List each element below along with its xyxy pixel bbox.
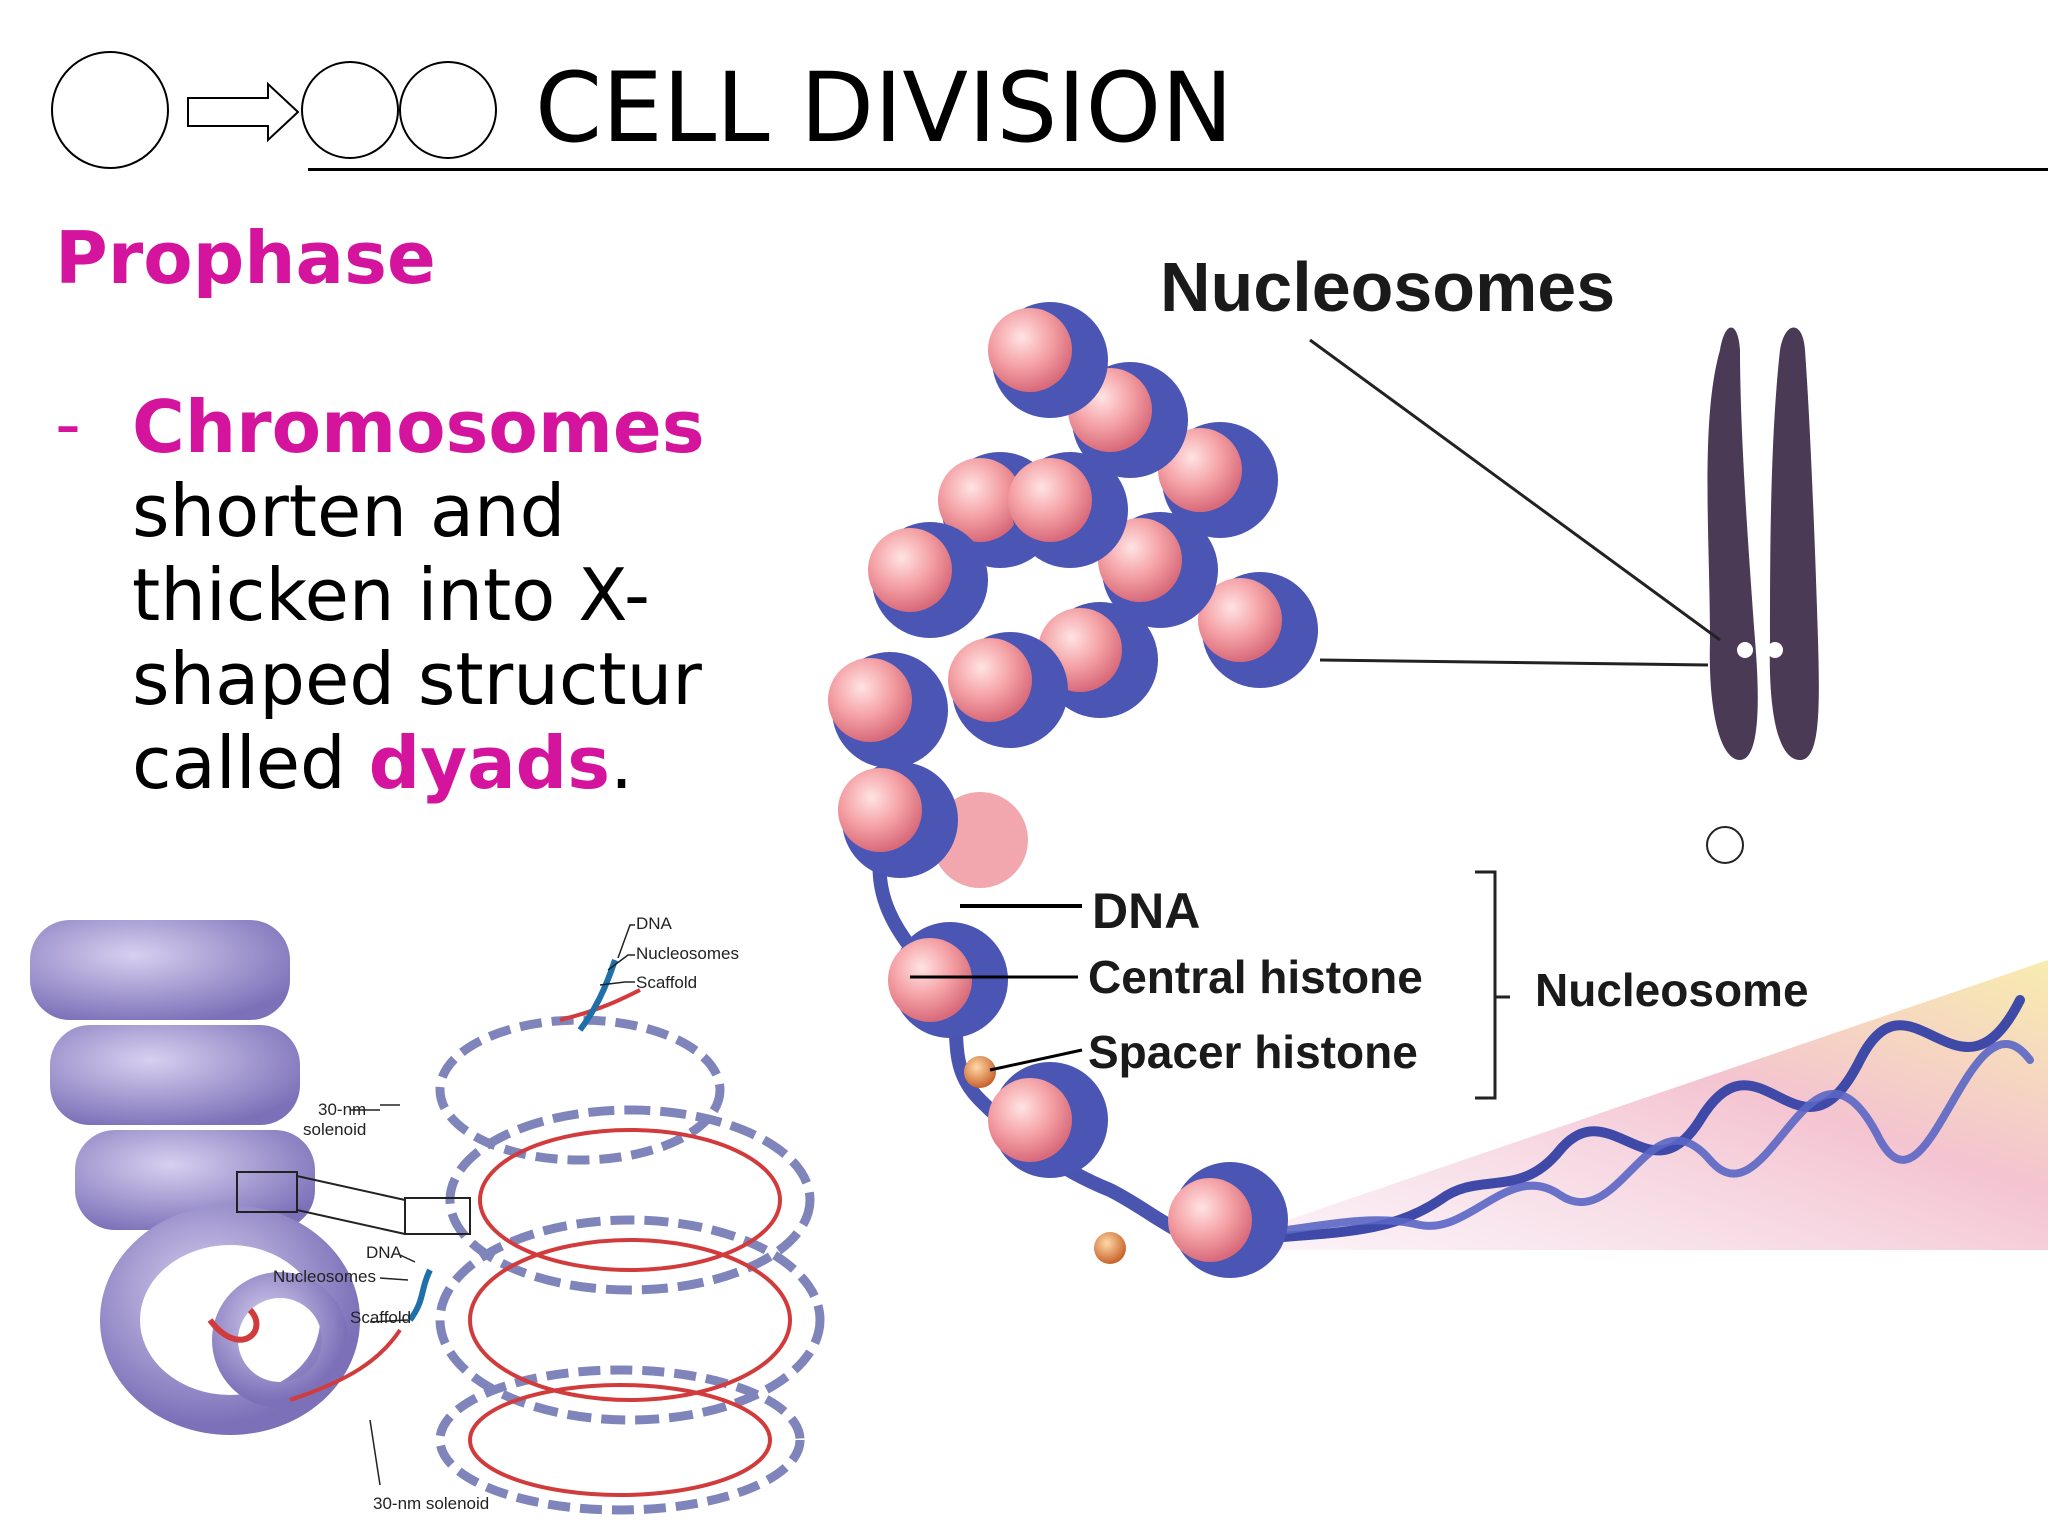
spacer-histone-pointer bbox=[989, 1048, 1083, 1072]
zoom-box bbox=[236, 1171, 298, 1213]
solenoid-label-top: solenoid bbox=[303, 1120, 367, 1139]
bullet-marker: - bbox=[55, 382, 81, 466]
dna-strand bbox=[407, 1268, 433, 1322]
spacer-histone-bead bbox=[964, 1056, 996, 1088]
daughter-cell-icon bbox=[399, 61, 497, 159]
nucleosome-illustration bbox=[828, 302, 2048, 1278]
nucleosomes-title: Nucleosomes bbox=[1160, 248, 1616, 326]
arrow-right-icon bbox=[187, 81, 300, 143]
bullet-line: called bbox=[132, 721, 369, 805]
nucleosome-cluster bbox=[828, 302, 1318, 1278]
bullet-line: thicken into X- bbox=[132, 553, 650, 637]
parent-cell-icon bbox=[51, 51, 169, 169]
nucleosome-label: Nucleosome bbox=[1535, 964, 1809, 1016]
chromatin-loops bbox=[435, 1015, 825, 1515]
title-divider bbox=[308, 168, 2048, 171]
daughter-cell-icon bbox=[301, 61, 399, 159]
solenoid-label-bottom: 30-nm solenoid bbox=[373, 1494, 490, 1513]
chromosome-x-shape bbox=[1706, 327, 1819, 864]
cell-division-icon bbox=[51, 51, 497, 169]
nucleosomes-label-top: Nucleosomes bbox=[636, 944, 739, 963]
solenoid-stack bbox=[30, 920, 360, 1435]
page-title: CELL DIVISION bbox=[535, 52, 1234, 164]
nucleosome-bracket bbox=[1475, 870, 1510, 1100]
chromatin-packing-illustration bbox=[30, 920, 825, 1515]
spacer-histone-bead bbox=[1094, 1232, 1126, 1264]
chromosomes-term: Chromosomes bbox=[132, 385, 702, 469]
dna-tail bbox=[1200, 960, 2048, 1250]
bullet-line: shaped structure bbox=[132, 637, 702, 721]
solenoid-label-top: 30-nm bbox=[318, 1100, 367, 1119]
bullet-text: Chromosomes shorten and thicken into X- … bbox=[132, 385, 702, 805]
bullet-line: shorten and bbox=[132, 469, 566, 553]
zoom-box bbox=[404, 1197, 471, 1235]
phase-heading: Prophase bbox=[55, 216, 436, 300]
scaffold-label-top: Scaffold bbox=[636, 973, 698, 992]
dna-label-top: DNA bbox=[636, 914, 672, 933]
scaffold-strand bbox=[289, 988, 792, 1497]
dyads-term: dyads bbox=[368, 721, 611, 805]
dna-strand bbox=[577, 959, 618, 1032]
dna-label-mid: DNA bbox=[366, 1243, 402, 1262]
central-histone-label: Central histone bbox=[1088, 951, 1423, 1003]
nucleosomes-label-mid: Nucleosomes bbox=[273, 1267, 376, 1286]
zoom-line bbox=[1319, 658, 1709, 667]
spacer-histone-label: Spacer histone bbox=[1088, 1026, 1418, 1078]
bullet-period: . bbox=[610, 721, 633, 805]
scaffold-label-mid: Scaffold bbox=[350, 1308, 412, 1327]
zoom-line bbox=[1309, 338, 1721, 642]
dna-double-helix bbox=[1196, 1040, 2034, 1244]
linker-dna bbox=[872, 817, 1222, 1252]
dna-label: DNA bbox=[1092, 883, 1201, 939]
